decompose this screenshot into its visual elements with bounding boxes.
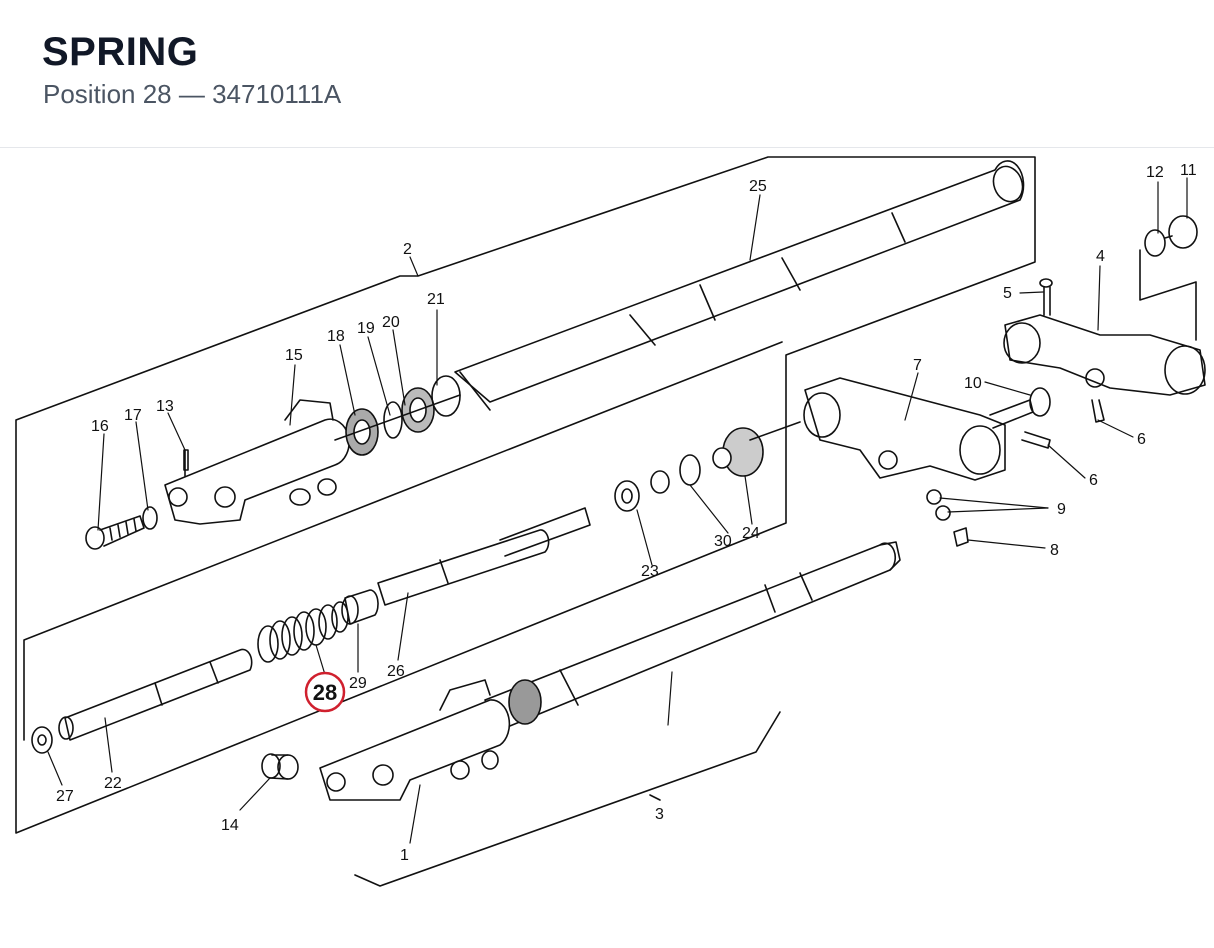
label-13: 13 — [156, 398, 174, 415]
label-11: 11 — [1180, 162, 1197, 179]
label-6b: 6 — [1089, 472, 1098, 489]
label-4: 4 — [1096, 248, 1105, 265]
part-10-bolt — [989, 387, 1051, 429]
part-14-bush — [261, 753, 299, 780]
label-10: 10 — [964, 375, 982, 392]
header: SPRING Position 28 — 34710111A — [0, 0, 1214, 148]
part-30-oring — [679, 454, 701, 486]
part-16-bolt — [85, 515, 145, 550]
part-5-bolt — [1039, 278, 1053, 316]
label-2: 2 — [403, 241, 412, 258]
part-15-slider — [164, 399, 350, 525]
part-4-top-yoke — [1003, 314, 1206, 396]
label-5: 5 — [1003, 285, 1012, 302]
leader-lines — [47, 177, 1188, 844]
part-27-cap — [31, 726, 53, 754]
label-12: 12 — [1146, 164, 1164, 181]
part-24-cap — [712, 427, 764, 477]
part-18-seal — [345, 408, 379, 456]
part-11-12-cap — [1144, 215, 1198, 257]
highlight-ring — [304, 671, 346, 713]
part-25-outer-tube — [454, 160, 1025, 411]
part-23-nut — [614, 470, 670, 512]
part-21-ring — [431, 375, 461, 417]
label-18: 18 — [327, 328, 345, 345]
label-21: 21 — [427, 291, 445, 308]
part-22-rod — [58, 648, 253, 741]
label-19: 19 — [357, 320, 375, 337]
part-26-tube — [377, 507, 591, 606]
label-3: 3 — [655, 806, 664, 823]
label-7: 7 — [913, 357, 922, 374]
label-22: 22 — [104, 775, 122, 792]
label-20: 20 — [382, 314, 400, 331]
page-subtitle: Position 28 — 34710111A — [43, 79, 342, 109]
label-24: 24 — [742, 525, 760, 542]
part-29-piston — [341, 589, 379, 625]
label-1: 1 — [400, 847, 409, 864]
label-30: 30 — [714, 533, 732, 550]
label-15: 15 — [285, 347, 303, 364]
label-14: 14 — [221, 817, 239, 834]
label-17: 17 — [124, 407, 142, 424]
label-9: 9 — [1057, 501, 1066, 518]
part-13-screw — [183, 449, 189, 471]
label-6a: 6 — [1137, 431, 1146, 448]
part-17-washer — [142, 506, 158, 530]
page-title: SPRING — [42, 30, 199, 74]
label-23: 23 — [641, 563, 659, 580]
label-29: 29 — [349, 675, 367, 692]
part-6-bolts — [1021, 399, 1105, 449]
label-25: 25 — [749, 178, 767, 195]
label-16: 16 — [91, 418, 109, 435]
part-3-inner-tube — [484, 541, 901, 731]
part-28-spring — [257, 601, 349, 663]
label-26: 26 — [387, 663, 405, 680]
part-8-screw — [953, 527, 969, 547]
part-7-bottom-yoke — [749, 377, 1006, 481]
bracket-lines — [15, 156, 1197, 887]
label-8: 8 — [1050, 542, 1059, 559]
part-labels: 25 2 12 11 4 5 21 20 19 18 15 7 10 13 16… — [56, 162, 1197, 864]
label-27: 27 — [56, 788, 74, 805]
part-9-nuts — [926, 489, 951, 521]
part-19-clip — [383, 401, 403, 439]
highlight-label: 28 — [313, 680, 337, 705]
part-1-slider — [319, 679, 511, 801]
highlight-callout-28: 28 — [304, 671, 346, 713]
